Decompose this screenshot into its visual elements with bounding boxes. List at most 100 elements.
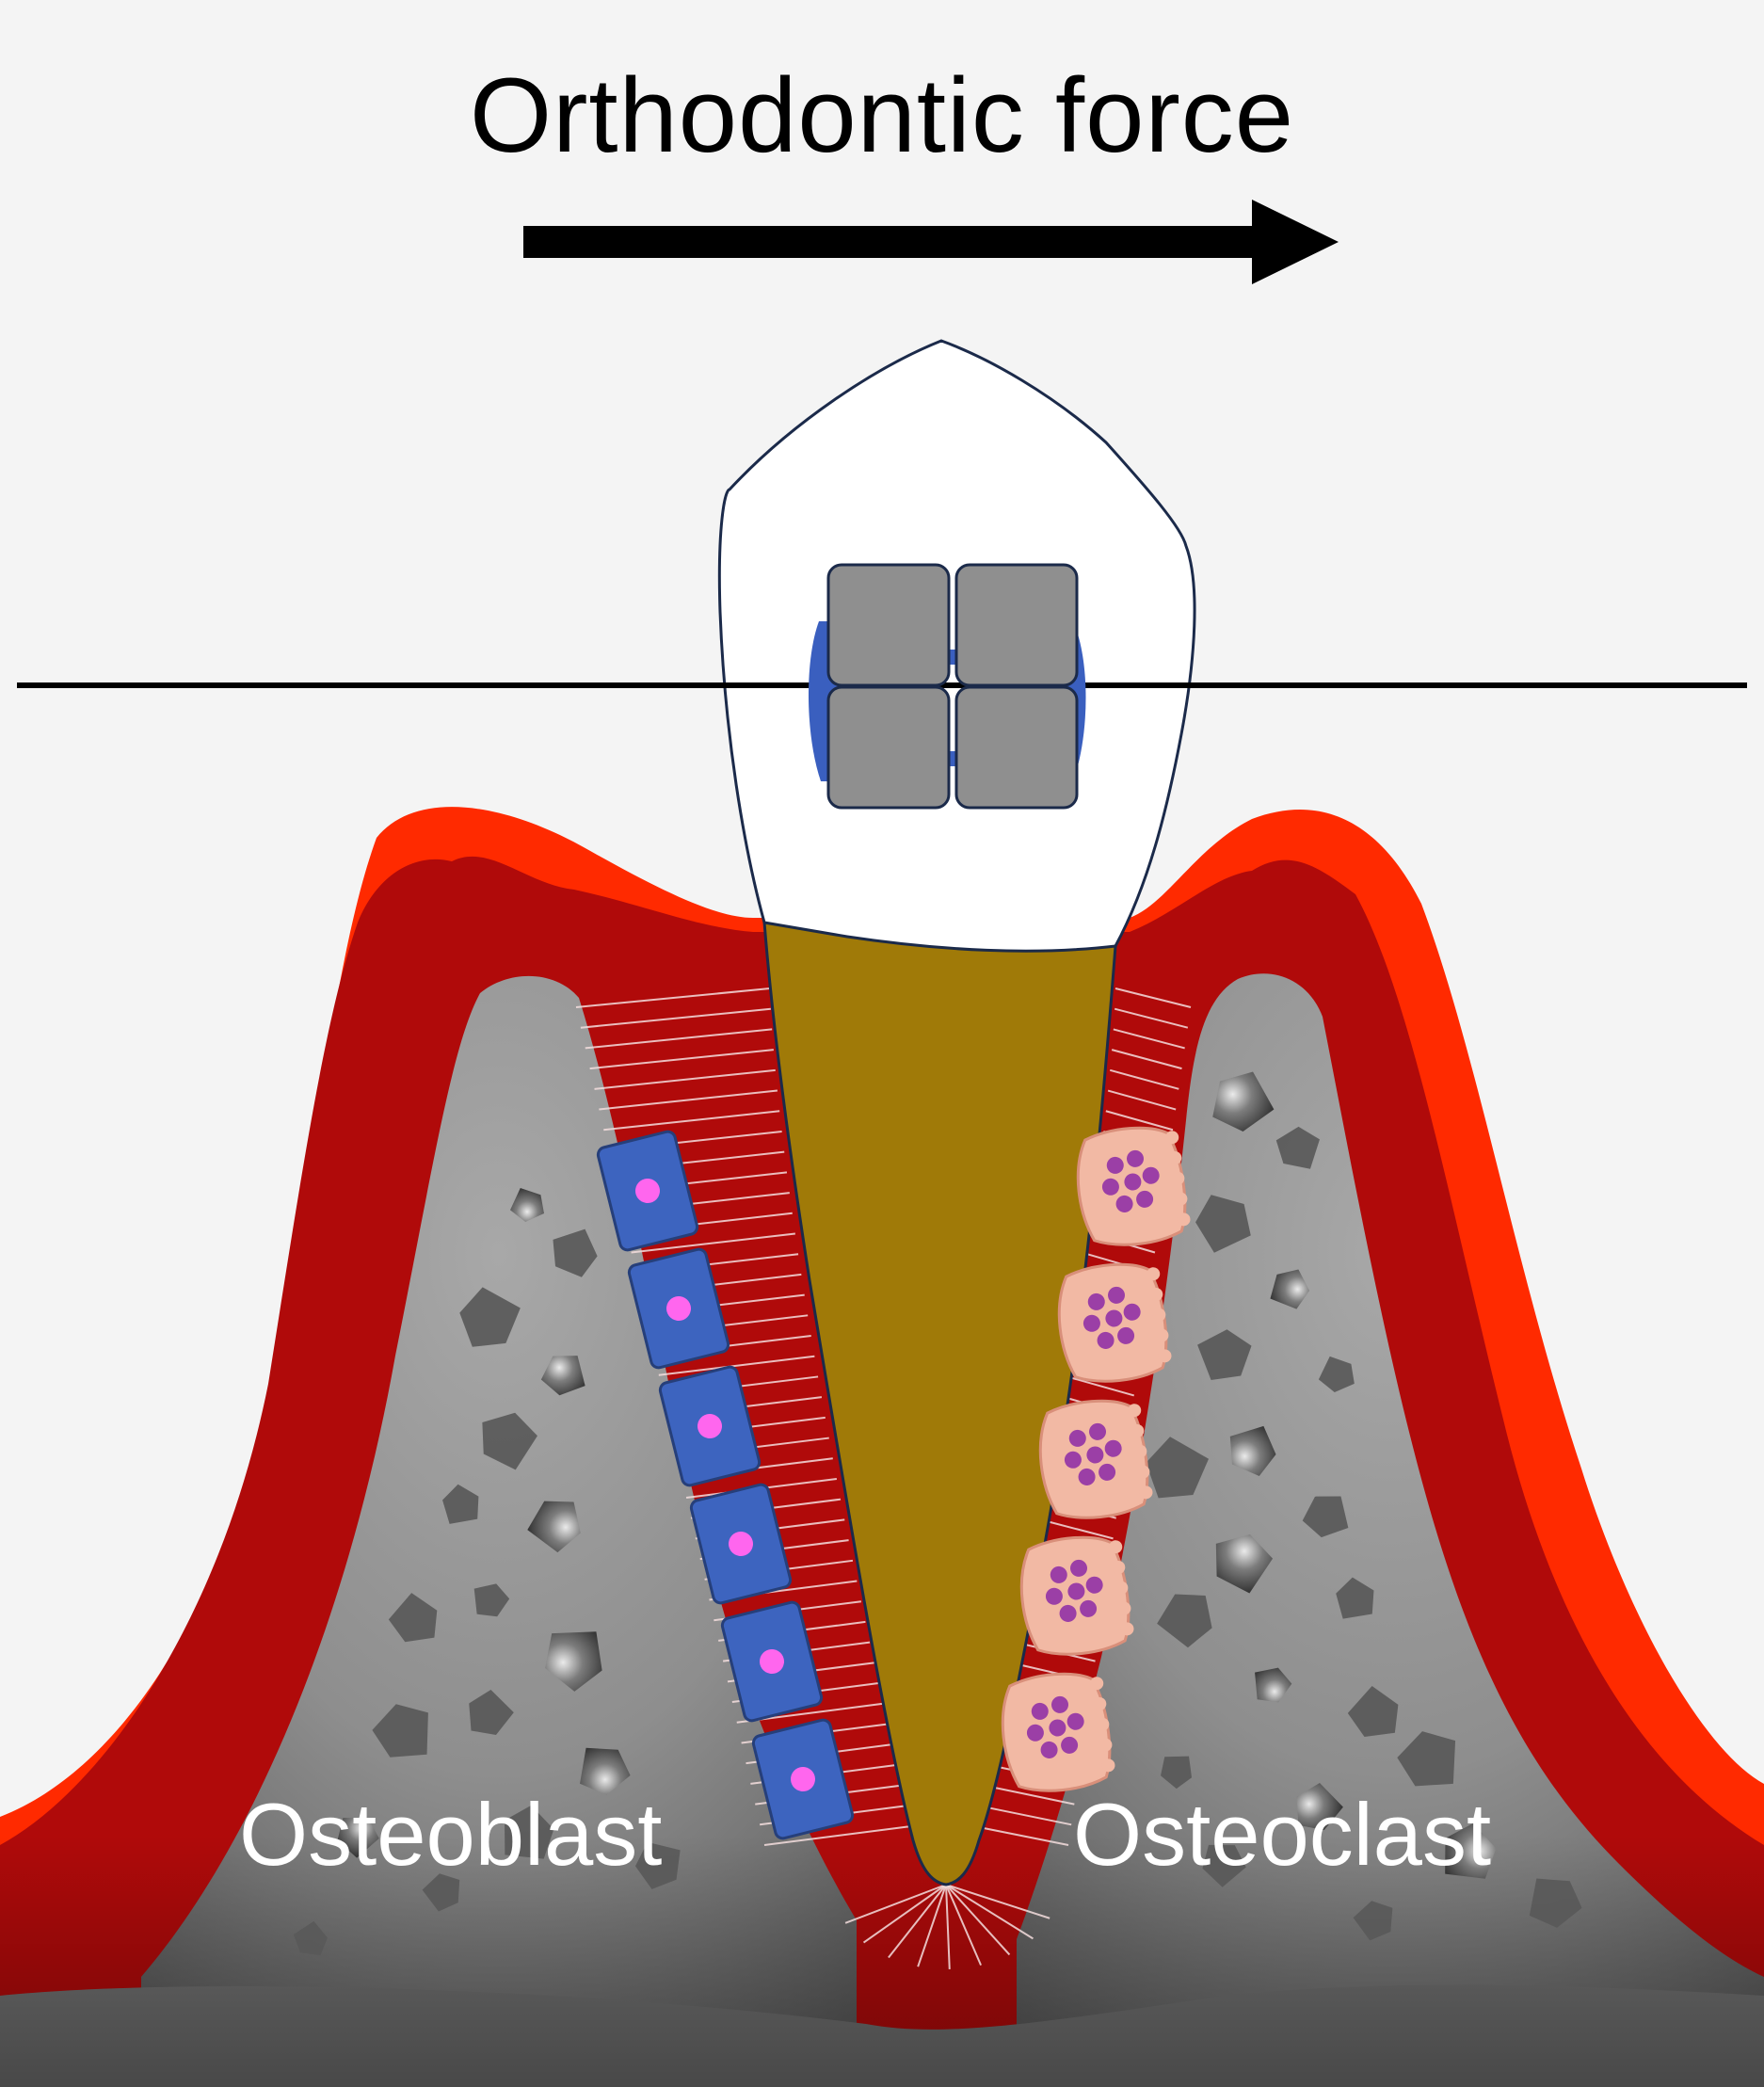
bone-pore <box>473 1583 510 1617</box>
bone-pore <box>1529 1878 1582 1928</box>
osteoclast-ruffled-border <box>1098 1738 1113 1752</box>
bone-pore <box>442 1484 479 1524</box>
pdl-fiber <box>1114 1007 1189 1029</box>
osteoclast-ruffled-border <box>1147 1267 1161 1281</box>
bone-pore <box>337 1817 379 1858</box>
bone-shadow <box>0 1836 1764 2087</box>
pdl-fiber <box>1115 987 1192 1008</box>
pdl-fiber <box>945 1884 1050 1919</box>
pdl-fiber <box>978 1805 1072 1826</box>
alveolar-bone-right <box>1017 973 1764 2087</box>
osteoclast-cell <box>1057 1262 1172 1383</box>
osteoclast-nucleus <box>1136 1190 1154 1208</box>
alveolar-bone-left <box>141 975 857 2087</box>
osteoclast-nucleus <box>1098 1463 1116 1481</box>
bone-pore <box>1445 1822 1497 1879</box>
osteoclast-ruffled-border <box>1131 1423 1145 1437</box>
bone-pore <box>1157 1594 1212 1648</box>
bone-pore <box>469 1689 514 1735</box>
osteoclast-cell <box>1076 1126 1191 1246</box>
osteoblast-cell <box>627 1247 730 1370</box>
osteoblast-nucleus <box>760 1649 784 1674</box>
bone-pore <box>388 1593 438 1643</box>
bone-pore <box>540 1356 585 1396</box>
osteoclast-nucleus <box>1049 1719 1066 1737</box>
osteoclast-nucleus <box>1031 1702 1049 1720</box>
pdl-fiber <box>1109 1068 1179 1090</box>
pdl-fiber <box>658 1355 815 1376</box>
osteoclast-nucleus <box>1085 1576 1103 1594</box>
orthodontic-bracket <box>808 563 1086 810</box>
bone-pore <box>1146 1437 1210 1499</box>
pdl-fiber <box>888 1884 947 1959</box>
bone-pore <box>1397 1731 1456 1787</box>
osteoclast-nucleus <box>1070 1559 1088 1577</box>
osteoclast-nucleus <box>1061 1736 1079 1754</box>
osteoclast-nucleus <box>1123 1303 1141 1321</box>
pdl-fiber <box>580 1007 771 1029</box>
pdl-fiber <box>599 1089 778 1111</box>
pdl-fiber <box>631 1232 795 1254</box>
pdl-fiber <box>575 987 771 1008</box>
osteoblast-nucleus <box>698 1414 722 1438</box>
osteoclast-nucleus <box>1066 1712 1084 1730</box>
osteoclast-cell <box>1019 1535 1134 1656</box>
osteoclast-nucleus <box>1082 1314 1100 1332</box>
bone-pore <box>580 1747 631 1795</box>
bone-pore <box>422 1873 460 1912</box>
osteoclast-nucleus <box>1127 1149 1145 1167</box>
osteoclast-nucleus <box>1117 1326 1135 1344</box>
osteoclast-ruffled-border <box>1174 1192 1188 1206</box>
osteoclast-nucleus <box>1040 1741 1058 1758</box>
osteoclast-ruffled-border <box>1096 1717 1110 1731</box>
pdl-fiber <box>917 1884 947 1967</box>
osteoclast-nucleus <box>1087 1292 1105 1310</box>
bone-pore <box>545 1631 602 1692</box>
pdl-fiber <box>603 1110 780 1132</box>
pdl-fiber <box>585 1028 773 1050</box>
osteoclast-nucleus <box>1067 1582 1085 1600</box>
osteoclast-cell <box>1038 1399 1153 1519</box>
bone-pore <box>293 1920 328 1956</box>
pdl-fiber <box>844 1884 947 1924</box>
osteoclast-ruffled-border <box>1168 1150 1182 1164</box>
pdl-fiber <box>763 1825 912 1846</box>
pdl-fiber <box>589 1049 774 1070</box>
osteoclast-nucleus <box>1124 1173 1142 1191</box>
osteoclast-ruffled-border <box>1101 1758 1115 1773</box>
osteoclast-ruffled-border <box>1133 1444 1147 1458</box>
pdl-fiber <box>945 1884 1034 1940</box>
bone-pore <box>553 1228 598 1277</box>
bone-pore <box>1212 1071 1275 1132</box>
bone-pore <box>1302 1496 1349 1538</box>
osteoclast-nucleus <box>1115 1195 1133 1212</box>
osteoclast-nucleus <box>1106 1156 1124 1174</box>
pdl-fiber <box>1111 1049 1182 1070</box>
bone-pore <box>527 1501 581 1553</box>
osteoclast-nucleus <box>1097 1331 1115 1349</box>
pdl-fiber <box>1105 1110 1174 1132</box>
force-arrow-shaft <box>523 226 1267 258</box>
bone-pore <box>1296 1782 1343 1831</box>
osteoclast-nucleus <box>1108 1286 1126 1304</box>
pdl-fiber <box>945 1884 951 1969</box>
osteoclast-ruffled-border <box>1093 1696 1107 1710</box>
pdl-fiber <box>1107 1089 1177 1111</box>
pdl-fiber <box>594 1068 776 1090</box>
pdl-fiber <box>1113 1028 1185 1050</box>
osteoclast-layer <box>1001 1126 1191 1792</box>
force-arrow-head <box>1252 200 1339 284</box>
osteoclast-ruffled-border <box>1109 1540 1123 1554</box>
osteoclast-ruffled-border <box>1128 1404 1142 1418</box>
osteoblast-label: Osteoblast <box>239 1785 663 1884</box>
bone-pore <box>1229 1425 1276 1477</box>
bracket-wing-top-right <box>954 563 1079 687</box>
osteoclast-nucleus <box>1068 1429 1086 1447</box>
osteoblast-cell <box>658 1365 762 1487</box>
osteoclast-ruffled-border <box>1139 1485 1153 1500</box>
bone-pore <box>1255 1667 1292 1703</box>
bone-pore <box>1195 1195 1251 1253</box>
bone-pore <box>1161 1756 1193 1790</box>
pdl-fiber <box>973 1825 1069 1846</box>
